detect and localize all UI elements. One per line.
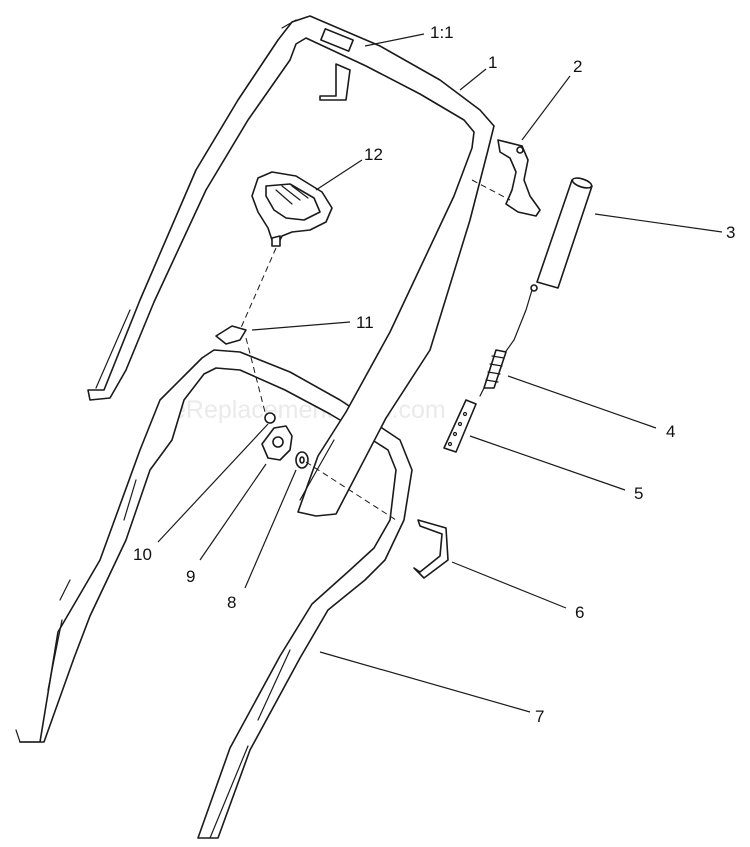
callout-2: 2 (573, 57, 582, 76)
callout-12: 12 (364, 145, 383, 164)
callout-7: 7 (535, 707, 544, 726)
grip-tube (536, 177, 593, 289)
callout-1-1: 1:1 (430, 23, 454, 42)
cable-clip (215, 325, 247, 345)
link-plate (443, 399, 477, 453)
leader-lines (157, 33, 723, 713)
callout-4: 4 (666, 422, 675, 441)
knob (261, 425, 293, 461)
callout-6: 6 (575, 603, 584, 622)
callout-3: 3 (726, 223, 735, 242)
bracket-part-2 (497, 139, 541, 217)
callout-labels: 1:1 1 2 3 4 5 6 7 8 9 10 11 12 (133, 23, 735, 726)
bail-handle (251, 171, 333, 247)
callout-8: 8 (227, 593, 236, 612)
cable-rod (413, 519, 449, 579)
washer (295, 451, 309, 469)
upper-handle (87, 15, 495, 517)
spring (479, 284, 538, 397)
assembly-lines (239, 179, 511, 521)
callout-9: 9 (186, 567, 195, 586)
callout-5: 5 (634, 484, 643, 503)
callout-10: 10 (133, 545, 152, 564)
callout-11: 11 (356, 313, 374, 332)
bolt-part-10 (264, 412, 276, 424)
lower-handle (15, 349, 413, 839)
callout-1: 1 (488, 53, 497, 72)
